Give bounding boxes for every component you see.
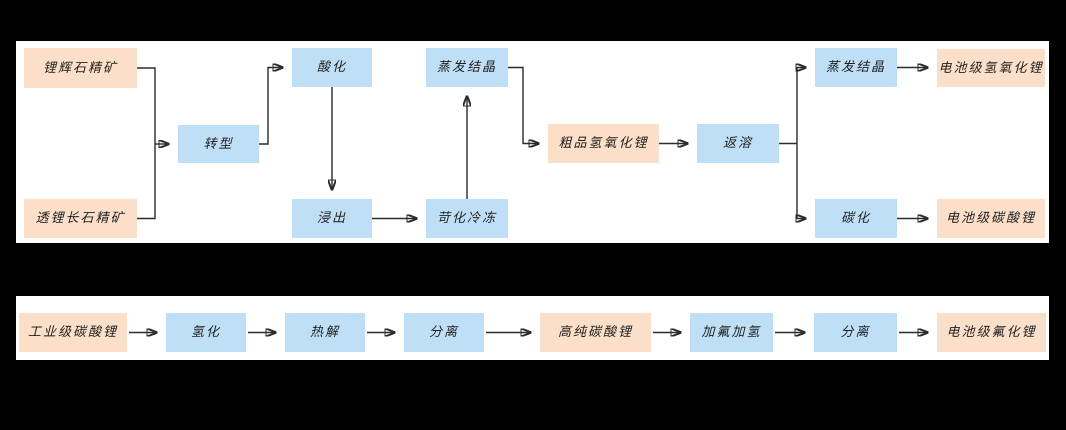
connector-arrow <box>508 66 539 144</box>
connector-arrow <box>797 68 806 144</box>
node-acidification: 酸化 <box>292 48 372 87</box>
connector-line <box>137 67 156 220</box>
node-redissolution: 返溶 <box>697 124 779 163</box>
node-battery-grade-lithium-carbonate: 电池级碳酸锂 <box>937 199 1045 238</box>
connector-arrow <box>797 143 806 219</box>
node-separation-2: 分离 <box>814 313 897 352</box>
node-causticization-freezing: 苛化冷冻 <box>426 199 508 238</box>
node-evaporation-crystallization-1: 蒸发结晶 <box>426 48 508 87</box>
node-petalite-concentrate: 透锂长石精矿 <box>24 199 137 238</box>
node-hydrogenation: 氢化 <box>166 313 246 352</box>
node-evaporation-crystallization-2: 蒸发结晶 <box>815 48 897 87</box>
connector-arrow <box>259 68 283 145</box>
flowchart-lithium-hydroxide-panel: 锂辉石精矿 透锂长石精矿 转型 酸化 浸出 蒸发结晶 苛化冷冻 粗品氢氧化锂 返… <box>16 41 1049 243</box>
flowchart-lithium-fluoride-panel: 工业级碳酸锂 氢化 热解 分离 高纯碳酸锂 加氟加氢 分离 电池级氟化锂 <box>16 296 1049 360</box>
node-pyrolysis: 热解 <box>285 313 365 352</box>
node-crude-lithium-hydroxide: 粗品氢氧化锂 <box>548 124 659 163</box>
node-fluorination-hydrogenation: 加氟加氢 <box>690 313 773 352</box>
node-conversion: 转型 <box>178 125 259 163</box>
node-high-purity-lithium-carbonate: 高纯碳酸锂 <box>540 313 651 352</box>
node-industrial-lithium-carbonate: 工业级碳酸锂 <box>19 313 127 352</box>
node-carbonation: 碳化 <box>815 199 897 238</box>
node-spodumene-concentrate: 锂辉石精矿 <box>24 48 137 88</box>
node-battery-grade-lithium-fluoride: 电池级氟化锂 <box>937 313 1046 352</box>
node-leaching: 浸出 <box>292 199 372 238</box>
node-battery-grade-lithium-hydroxide: 电池级氢氧化锂 <box>937 49 1045 87</box>
node-separation-1: 分离 <box>404 313 484 352</box>
